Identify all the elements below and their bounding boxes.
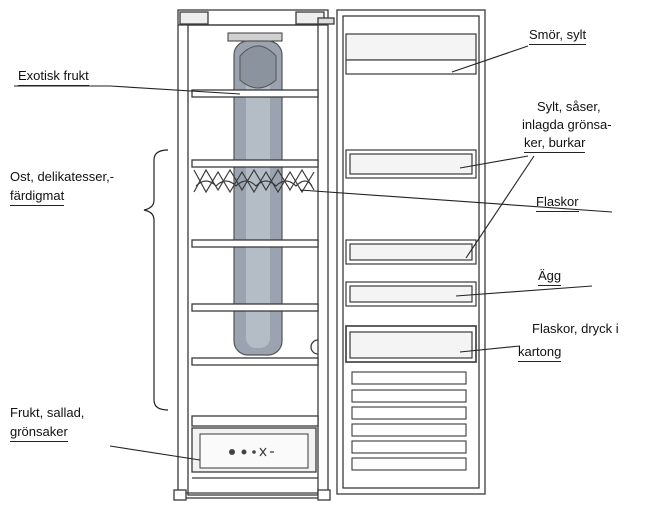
label-smor-sylt: Smör, sylt xyxy=(529,26,587,45)
label-agg: Ägg xyxy=(538,267,562,286)
label-sylt-saser-line1: Sylt, såser, xyxy=(537,99,601,114)
bottle-rack xyxy=(193,168,315,194)
door-bins xyxy=(345,33,477,363)
label-sylt-saser-line2: inlagda grönsa- xyxy=(522,117,612,132)
range-bracket xyxy=(143,149,169,411)
air-duct xyxy=(227,32,283,356)
label-ost-line1: Ost, delikatesser,- xyxy=(10,169,115,184)
label-flaskor-dryck-line1: Flaskor, dryck i xyxy=(532,321,619,336)
label-sylt-saser-line3: ker, burkar xyxy=(524,134,586,153)
label-flaskor-dryck-line2: kartong xyxy=(518,343,562,362)
crisper-drawer xyxy=(191,415,319,479)
shelves xyxy=(191,89,319,366)
label-frukt-line2: grönsaker xyxy=(10,423,68,442)
label-flaskor: Flaskor xyxy=(536,193,579,212)
label-frukt-line1: Frukt, sallad, xyxy=(10,405,85,420)
leader-lines xyxy=(14,45,613,461)
label-exotisk-frukt: Exotisk frukt xyxy=(18,67,89,86)
door-slats xyxy=(351,371,467,471)
label-ost-line2: färdigmat xyxy=(10,187,65,206)
